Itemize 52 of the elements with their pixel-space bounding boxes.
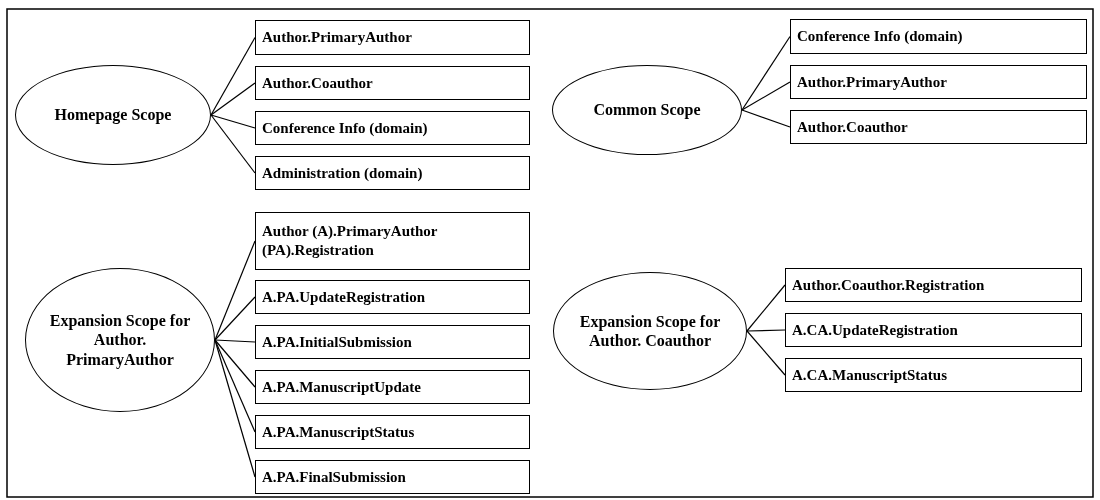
item-label: Conference Info (domain) <box>262 118 428 138</box>
connector-line <box>746 330 786 376</box>
item-box <box>255 66 530 100</box>
item-label: Author (A).PrimaryAuthor (PA).Registration <box>262 222 439 260</box>
item-label: Author.PrimaryAuthor <box>797 72 947 92</box>
item-box <box>255 415 530 449</box>
item-label: Conference Info (domain) <box>797 27 963 46</box>
item-label: A.PA.ManuscriptUpdate <box>262 377 421 397</box>
scope-label: Homepage Scope <box>54 105 172 125</box>
item-box <box>255 20 530 55</box>
connector-line <box>741 109 791 128</box>
item-label: A.PA.UpdateRegistration <box>262 287 426 307</box>
item-box <box>790 65 1087 99</box>
connector-line <box>214 296 256 341</box>
item-box <box>255 212 530 270</box>
connector-line <box>210 82 256 116</box>
item-box <box>785 313 1082 347</box>
connector-line <box>214 339 256 478</box>
connector-line <box>741 81 791 111</box>
item-label: Administration (domain) <box>262 163 423 183</box>
item-label: A.CA.ManuscriptStatus <box>792 365 947 385</box>
connector-line <box>746 329 786 332</box>
connector-line <box>214 240 256 341</box>
item-box <box>785 268 1082 302</box>
connector-line <box>210 36 256 116</box>
item-box <box>255 460 530 494</box>
scope-label: Expansion Scope for Author. Coauthor <box>578 311 722 351</box>
item-label: A.PA.InitialSubmission <box>262 332 412 352</box>
item-label: A.PA.ManuscriptStatus <box>262 422 415 442</box>
item-label: A.PA.FinalSubmission <box>262 467 406 487</box>
scope-label: Expansion Scope for Author. PrimaryAuthor <box>48 311 192 369</box>
item-label: Author.PrimaryAuthor <box>262 28 412 47</box>
item-box <box>255 111 530 145</box>
item-box <box>255 325 530 359</box>
item-box <box>790 19 1087 54</box>
connector-line <box>214 339 256 433</box>
item-label: Author.Coauthor <box>797 117 908 137</box>
connector-line <box>746 284 786 332</box>
item-box <box>255 156 530 190</box>
item-box <box>255 370 530 404</box>
connector-line <box>214 339 256 343</box>
connector-line <box>210 114 256 129</box>
item-box <box>255 280 530 314</box>
item-box <box>785 358 1082 392</box>
item-box <box>790 110 1087 144</box>
connector-line <box>741 35 791 111</box>
item-label: A.CA.UpdateRegistration <box>792 320 958 340</box>
scope-label: Common Scope <box>593 100 701 120</box>
connector-line <box>210 114 256 174</box>
item-label: Author.Coauthor <box>262 73 373 93</box>
item-label: Author.Coauthor.Registration <box>792 275 985 295</box>
connector-line <box>214 339 256 388</box>
